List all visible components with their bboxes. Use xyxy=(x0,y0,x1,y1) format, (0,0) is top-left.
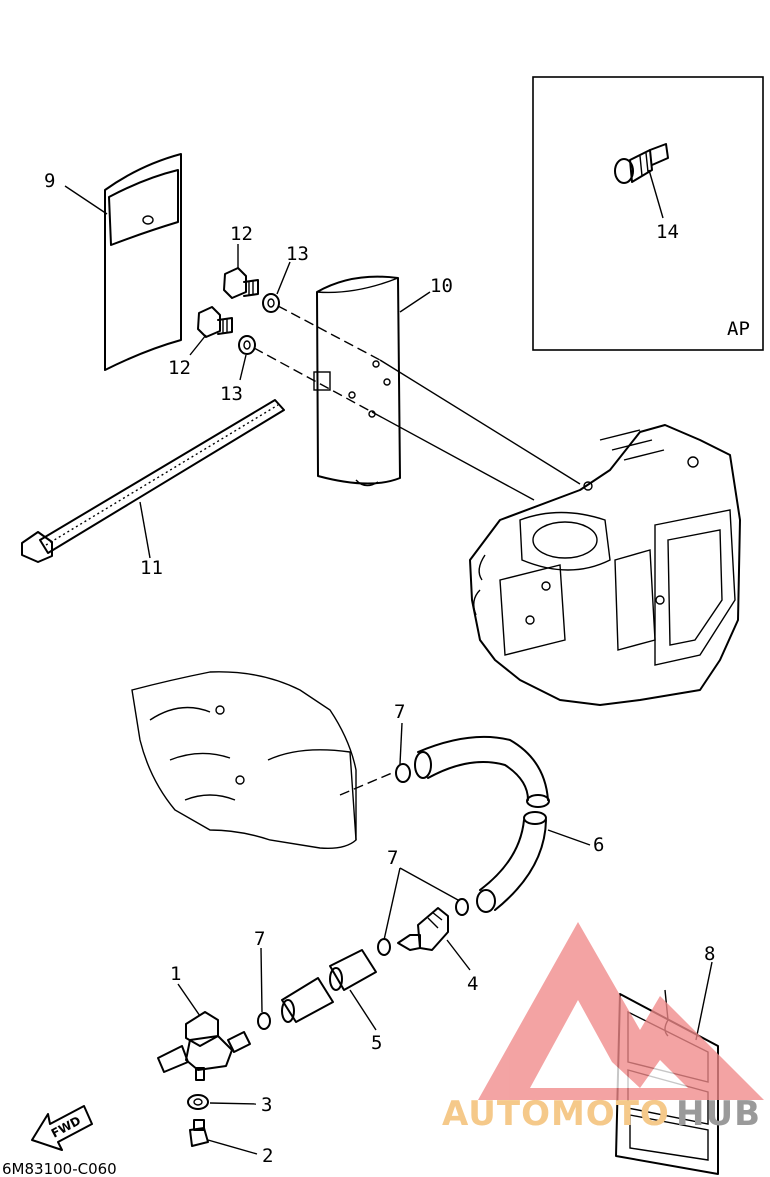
part-7-clip-top xyxy=(395,763,411,783)
watermark-text-2: HUB xyxy=(676,1094,761,1134)
callout-11: 11 xyxy=(140,557,163,579)
callout-14: 14 xyxy=(656,221,679,243)
part-6-hose xyxy=(414,735,550,913)
callout-3: 3 xyxy=(261,1094,272,1116)
callout-12-lower: 12 xyxy=(168,357,191,379)
callout-13-lower: 13 xyxy=(220,383,243,405)
engine-block xyxy=(469,424,741,706)
fwd-label: FWD xyxy=(49,1114,83,1141)
inset-label: AP xyxy=(727,318,750,340)
watermark-text-1: AUTOMOTO xyxy=(442,1094,670,1134)
fwd-arrow-icon: FWD xyxy=(31,1105,93,1151)
part-14-fitting xyxy=(614,143,669,184)
callout-7-middle: 7 xyxy=(387,847,398,869)
part-7-clip-middle-right xyxy=(455,898,469,916)
callout-6: 6 xyxy=(593,834,604,856)
callout-13-upper: 13 xyxy=(286,243,309,265)
part-13-washer-upper xyxy=(262,293,280,313)
part-10-cover xyxy=(313,275,401,487)
callout-7-lower: 7 xyxy=(254,928,265,950)
diagram-code: 6M83100-C060 xyxy=(2,1160,117,1177)
callout-4: 4 xyxy=(467,973,478,995)
part-4-filter xyxy=(397,907,449,951)
callout-8: 8 xyxy=(704,943,715,965)
part-12-bolt-lower xyxy=(197,306,233,338)
callout-10: 10 xyxy=(430,275,453,297)
part-9-plate xyxy=(104,153,182,371)
watermark-logo xyxy=(478,922,764,1100)
part-2-screw xyxy=(189,1119,209,1147)
callout-5: 5 xyxy=(371,1032,382,1054)
callout-7-top: 7 xyxy=(394,701,405,723)
callout-12-upper: 12 xyxy=(230,223,253,245)
callout-1: 1 xyxy=(170,963,181,985)
part-12-bolt-upper xyxy=(223,267,259,299)
part-5-hose xyxy=(281,949,377,1023)
inset-box: AP 14 xyxy=(532,76,764,351)
part-11-cable-tie xyxy=(21,399,285,563)
callout-2: 2 xyxy=(262,1145,273,1167)
part-1-fuel-joint xyxy=(157,1011,251,1081)
part-3-washer xyxy=(187,1094,209,1110)
callout-9: 9 xyxy=(44,170,55,192)
part-13-washer-lower xyxy=(238,335,256,355)
part-7-clip-lower xyxy=(257,1012,271,1030)
lower-unit xyxy=(131,671,357,850)
part-7-clip-middle-left xyxy=(377,938,391,956)
